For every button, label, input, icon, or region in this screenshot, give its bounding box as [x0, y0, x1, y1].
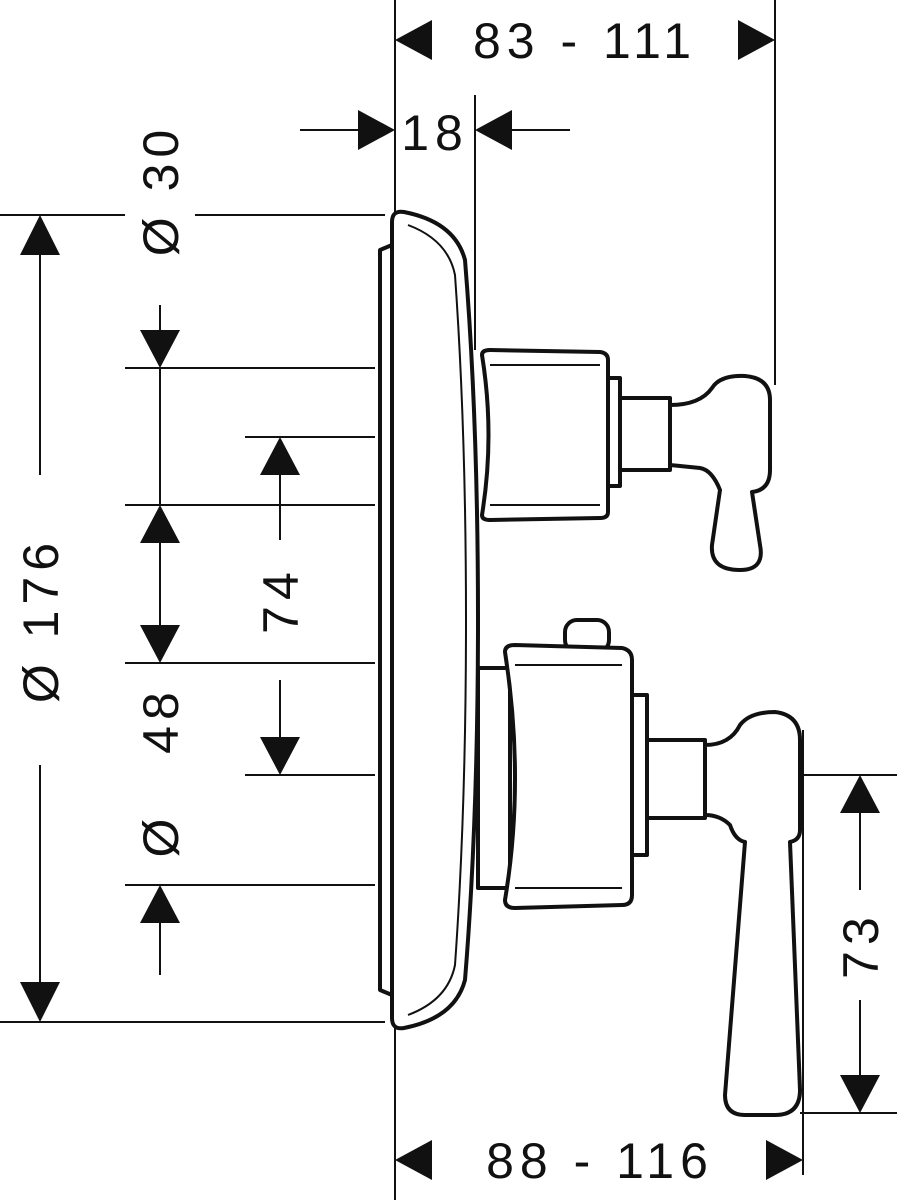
dimension-top-depth-label: 83 - 111	[473, 13, 697, 69]
dimension-offset-label: 18	[401, 105, 469, 161]
dimension-plate-diameter: Ø 176	[13, 215, 69, 1022]
dimension-small-diameter-label: Ø 30	[133, 124, 189, 256]
dimension-bottom-depth: 88 - 116	[395, 1133, 803, 1189]
dimension-plate-diameter-label: Ø 176	[13, 537, 69, 703]
dimension-spacing-label: 74	[253, 566, 309, 634]
dimension-handle-height: 73	[833, 775, 889, 1113]
lower-handle	[476, 618, 802, 1117]
dimension-spacing: 74	[253, 437, 309, 775]
upper-handle	[480, 348, 772, 572]
dimension-handle-height-label: 73	[833, 911, 889, 979]
dimension-top-depth: 83 - 111	[395, 13, 775, 69]
dimension-mid-diameter-symbol: Ø	[133, 813, 189, 858]
dimension-bottom-depth-label: 88 - 116	[486, 1133, 714, 1189]
dimension-offset: 18	[300, 105, 570, 161]
dimension-small-diameters: Ø 30 48 Ø	[133, 124, 189, 975]
cover-plate	[378, 209, 480, 1031]
dimension-mid-diameter-label: 48	[133, 686, 189, 754]
